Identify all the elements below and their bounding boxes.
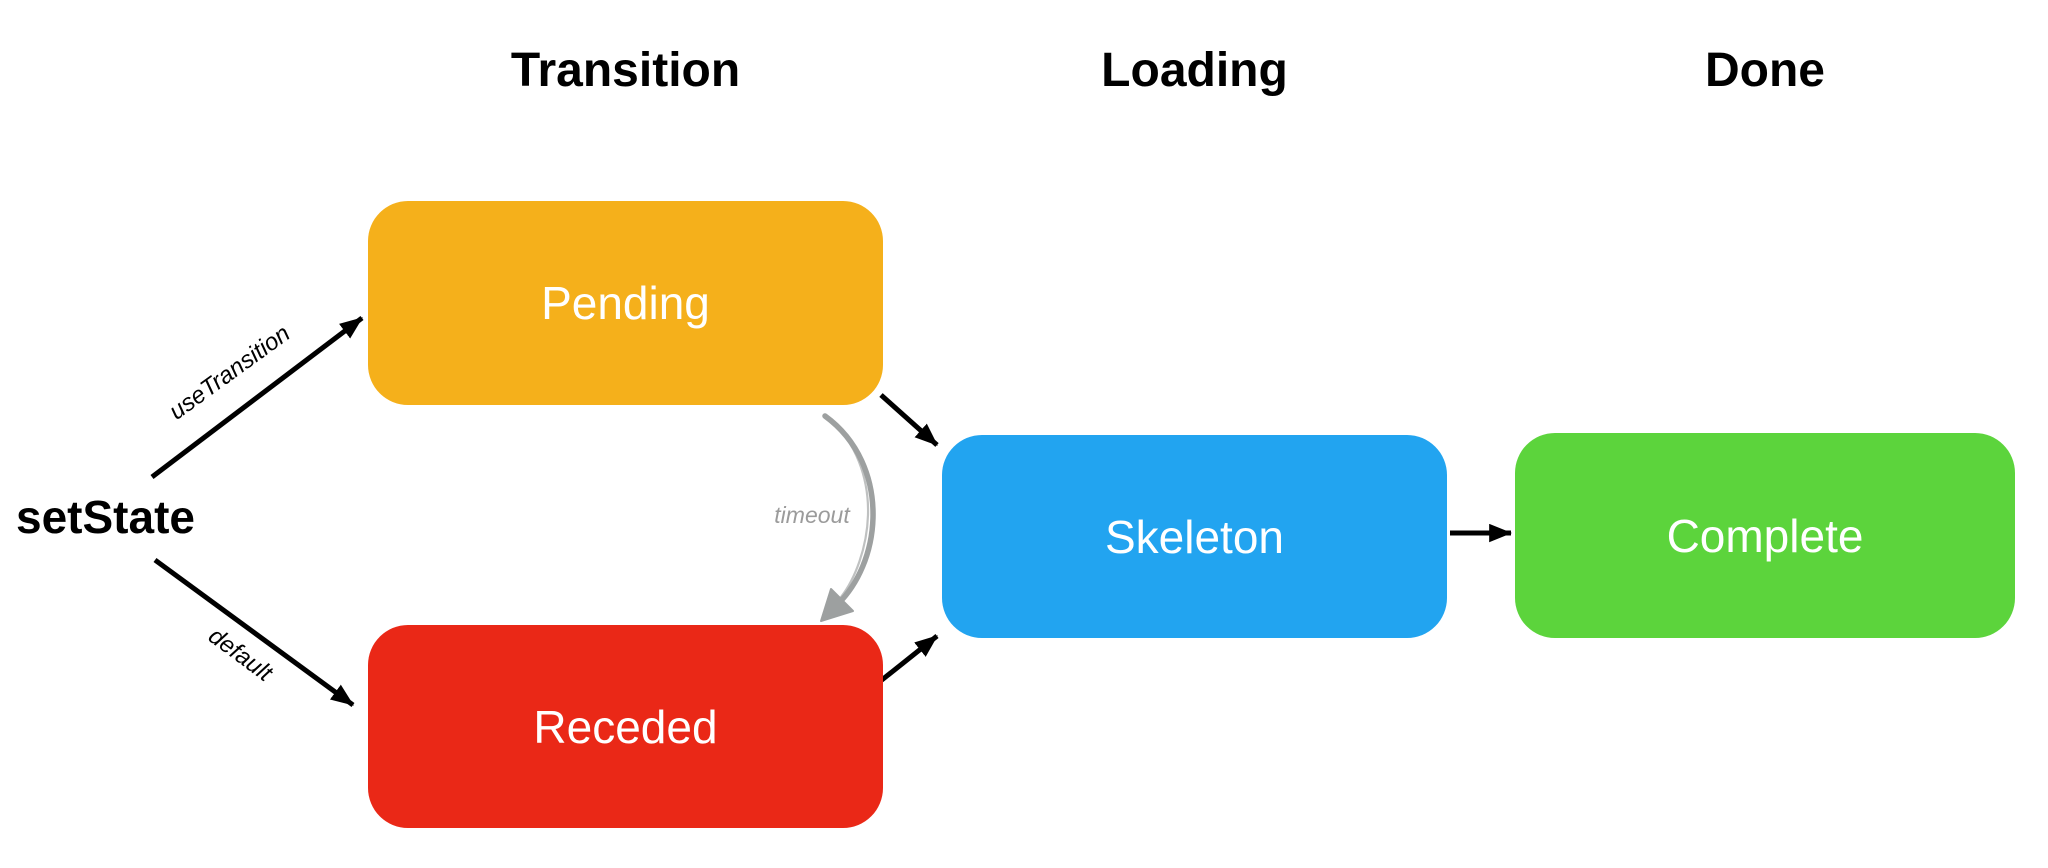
node-pending-label: Pending [541, 277, 710, 329]
node-skeleton-label: Skeleton [1104, 510, 1284, 563]
edge-timeout-arrow [820, 413, 876, 622]
node-skeleton: Skeleton [942, 435, 1447, 638]
column-header-transition: Transition [510, 44, 741, 97]
column-header-loading: Loading [1101, 44, 1288, 97]
entry-label-setstate: setState [16, 491, 195, 543]
timeout-curve-sketch-echo [827, 418, 870, 599]
node-receded: Receded [368, 625, 883, 828]
node-pending: Pending [368, 201, 883, 405]
column-header-done: Done [1705, 44, 1825, 97]
edge-label-timeout: timeout [774, 502, 850, 528]
timeout-curve [822, 413, 876, 607]
node-receded-label: Receded [533, 700, 718, 753]
edge-pending-skeleton-arrow [879, 393, 939, 447]
node-complete-label: Complete [1666, 509, 1864, 562]
node-complete: Complete [1515, 433, 2015, 638]
edge-default-arrow [153, 557, 355, 708]
edge-usetransition-arrow [150, 316, 364, 479]
timeout-arrowhead [820, 588, 854, 622]
